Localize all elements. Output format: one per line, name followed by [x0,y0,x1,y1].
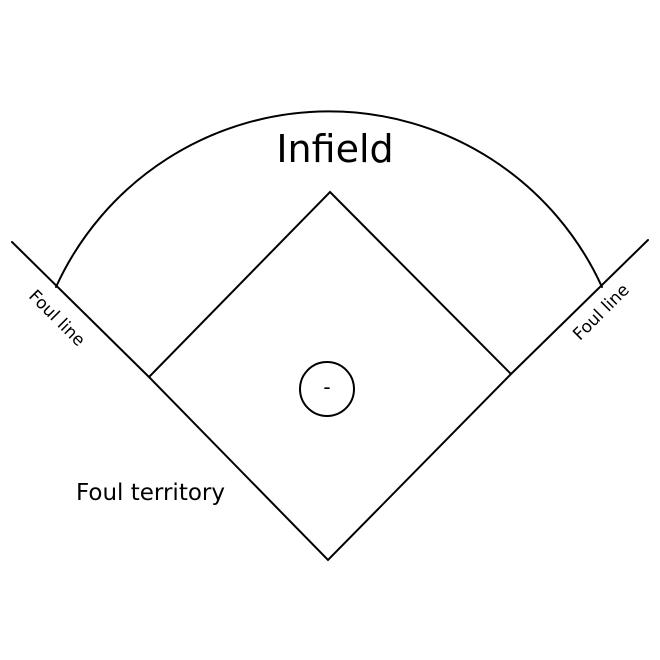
outfield-arc [55,110,603,288]
foul-line-right [510,239,649,375]
foul-territory-label: Foul territory [76,480,225,506]
infield-diamond [147,190,513,562]
foul-line-left [11,241,150,378]
mound-marker: - [323,375,330,399]
foul-line-right-label: Foul line [569,280,633,344]
pitchers-mound [299,361,355,417]
foul-line-left-label: Foul line [24,286,88,350]
infield-label: Infield [276,127,393,171]
